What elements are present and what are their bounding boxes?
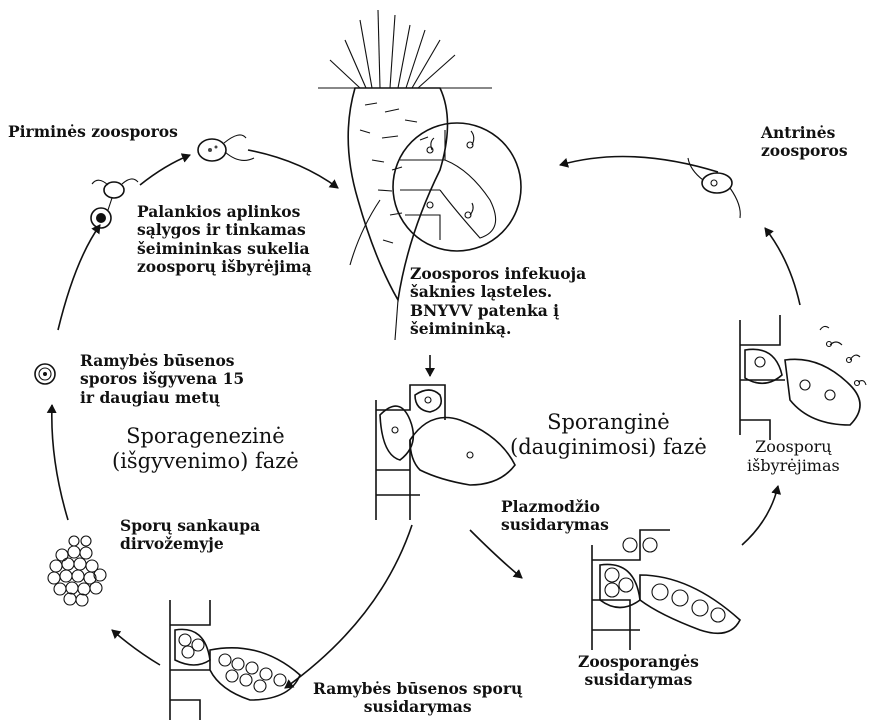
primary-zoospore xyxy=(198,135,254,161)
arrow-sporangia-to-release xyxy=(742,486,778,545)
label-sporangial-phase: Sporanginė (dauginimosi) fazė xyxy=(510,410,707,460)
label-secondary-zoospores: Antrinės zoosporos xyxy=(761,124,848,161)
arrow-cluster-to-spore xyxy=(52,405,68,520)
label-resting-spore-formation: Ramybės būsenos sporų susidarymas xyxy=(313,680,522,717)
label-sporogenic-phase: Sporagenezinė (išgyvenimo) fazė xyxy=(112,424,299,474)
magnified-root-cells xyxy=(393,123,521,251)
spore-cluster xyxy=(48,536,106,606)
resting-spore xyxy=(35,364,55,384)
label-favorable-conditions: Palankios aplinkos sąlygos ir tinkamas š… xyxy=(137,203,312,276)
arrow-germinating-to-primary xyxy=(140,155,190,185)
arrow-resting-to-cluster xyxy=(112,630,160,665)
arrow-spore-to-germinating xyxy=(58,225,100,330)
secondary-zoospore xyxy=(688,158,740,218)
arrow-plasmodium-to-sporangia xyxy=(470,530,522,578)
resting-spore-formation-cells xyxy=(170,600,300,720)
germinating-zoospore xyxy=(91,179,138,228)
arrow-release-to-secondary xyxy=(765,228,800,305)
label-zoosporangia-formation: Zoosporangės susidarymas xyxy=(578,653,699,690)
label-plasmodium-formation: Plazmodžio susidarymas xyxy=(501,498,609,535)
label-primary-zoospores: Pirminės zoosporos xyxy=(8,123,178,141)
label-resting-spores-survive: Ramybės būsenos sporos išgyvena 15 ir da… xyxy=(80,352,244,407)
label-spore-cluster: Sporų sankaupa dirvožemyje xyxy=(120,517,260,554)
arrow-secondary-to-root xyxy=(560,156,718,172)
plasmodium-cells xyxy=(376,385,515,520)
zoosporangia-cells xyxy=(592,530,740,650)
arrow-plasmodium-to-resting xyxy=(285,525,412,688)
label-zoospore-release: Zoosporų išbyrėjimas xyxy=(747,438,840,476)
zoospore-release-cells xyxy=(740,315,866,440)
arrow-primary-to-root xyxy=(248,150,338,188)
label-infection: Zoosporos infekuoja šaknies ląsteles. BN… xyxy=(410,265,586,338)
